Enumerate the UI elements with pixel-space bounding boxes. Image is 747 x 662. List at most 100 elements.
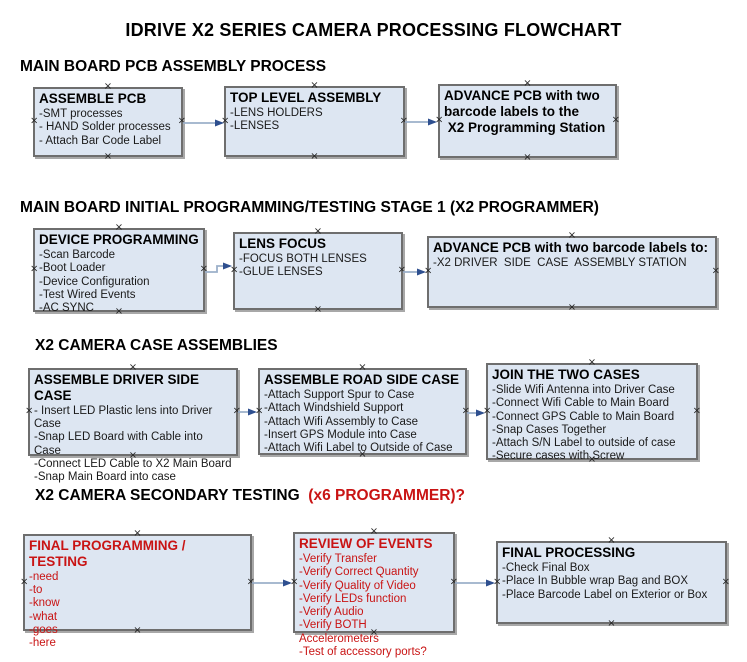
box-item: -Verify BOTH Accelerometers bbox=[299, 619, 379, 645]
anchor-x-icon: × bbox=[313, 304, 323, 315]
box-item: -Snap LED Board with Cable into Case bbox=[34, 431, 206, 457]
anchor-x-icon: × bbox=[493, 576, 502, 587]
box-items: -X2 DRIVER SIDE CASE ASSEMBLY STATION bbox=[433, 257, 711, 270]
arrow-device-to-lensfocus bbox=[205, 262, 232, 273]
anchor-x-icon: × bbox=[221, 115, 230, 126]
box-item: -Device Configuration bbox=[39, 275, 150, 288]
anchor-x-icon: × bbox=[30, 263, 39, 275]
anchor-x-icon: × bbox=[310, 151, 319, 162]
box-item: -know bbox=[29, 597, 60, 610]
box-item: -Attach Support Spur to Case bbox=[264, 388, 415, 401]
box-item: - Attach Bar Code Label bbox=[39, 134, 162, 147]
box-item: - HAND Solder processes bbox=[39, 121, 171, 134]
process-box-device-programming: DEVICE PROGRAMMING -Scan Barcode-Boot Lo… bbox=[30, 223, 208, 317]
box-item: -Place Barcode Label on Exterior or Box bbox=[502, 588, 708, 601]
anchor-x-icon: × bbox=[611, 114, 620, 126]
box-items: -Verify Transfer-Verify Correct Quantity… bbox=[299, 553, 449, 659]
box-items: - Insert LED Plastic lens into Driver Ca… bbox=[34, 405, 232, 485]
box-item: -Verify LEDs function bbox=[299, 592, 407, 605]
anchor-x-icon: × bbox=[607, 618, 616, 629]
box-item: -Attach Windshield Support bbox=[264, 402, 404, 415]
anchor-x-icon: × bbox=[461, 405, 470, 416]
anchor-x-icon: × bbox=[103, 151, 113, 162]
anchor-x-icon: × bbox=[399, 115, 408, 126]
box-item: -Verify Correct Quantity bbox=[299, 566, 419, 579]
box-item: -Snap Main Board into case bbox=[34, 471, 176, 484]
box-item: -goes bbox=[29, 624, 58, 637]
box-item: -Verify Quality of Video bbox=[299, 579, 416, 592]
box-item: -Slide Wifi Antenna into Driver Case bbox=[492, 383, 675, 396]
box-title: FINAL PROCESSING bbox=[502, 545, 636, 560]
box-title: REVIEW OF EVENTS bbox=[299, 536, 433, 551]
anchor-x-icon: × bbox=[255, 405, 264, 416]
anchor-x-icon: × bbox=[177, 115, 186, 127]
box-item: - Insert LED Plastic lens into Driver Ca… bbox=[34, 404, 216, 431]
box-item: -Connect Wifi Cable to Main Board bbox=[492, 397, 670, 410]
process-box-review-of-events: REVIEW OF EVENTS -Verify Transfer-Verify… bbox=[290, 527, 458, 659]
box-item: -FOCUS BOTH LENSES bbox=[239, 252, 367, 265]
box-item: -Attach S/N Label to outside of case bbox=[492, 437, 676, 450]
box-title: ASSEMBLE ROAD SIDE CASE bbox=[264, 372, 460, 387]
box-item: -to bbox=[29, 584, 43, 597]
box-item: -Verify Audio bbox=[299, 606, 364, 619]
box-items: -Check Final Box-Place In Bubble wrap Ba… bbox=[502, 562, 721, 602]
box-items: -Attach Support Spur to Case-Attach Wind… bbox=[264, 389, 461, 455]
anchor-x-icon: × bbox=[290, 576, 299, 587]
flowchart-title: IDRIVE X2 SERIES CAMERA PROCESSING FLOWC… bbox=[125, 20, 622, 40]
process-box-assemble-driver-side-case: ASSEMBLE DRIVER SIDE CASE - Insert LED P… bbox=[25, 363, 241, 484]
box-title: ADVANCE PCB with two barcode labels to: bbox=[433, 240, 709, 255]
section-header-case-assemblies: X2 CAMERA CASE ASSEMBLIES bbox=[35, 337, 278, 354]
box-items: -need-to-know-what-goes-here bbox=[29, 571, 246, 651]
process-box-advance-pcb-driver-side: ADVANCE PCB with two barcode labels to: … bbox=[424, 231, 720, 313]
anchor-x-icon: × bbox=[523, 152, 532, 163]
box-title: LENS FOCUS bbox=[239, 236, 327, 251]
anchor-x-icon: × bbox=[397, 264, 406, 276]
section-header-secondary-testing-text: X2 CAMERA SECONDARY TESTING bbox=[35, 487, 309, 504]
box-items: -Slide Wifi Antenna into Driver Case-Con… bbox=[492, 384, 692, 464]
process-box-final-processing: FINAL PROCESSING -Check Final Box-Place … bbox=[493, 536, 730, 629]
box-item: -X2 DRIVER SIDE CASE ASSEMBLY STATION bbox=[433, 256, 687, 269]
box-item: -what bbox=[29, 610, 58, 623]
box-item: -LENS HOLDERS bbox=[230, 106, 323, 119]
box-item: -Connect LED Cable to X2 Main Board bbox=[34, 458, 232, 471]
box-items: -LENS HOLDERS-LENSES bbox=[230, 107, 399, 134]
box-item: -Place In Bubble wrap Bag and BOX bbox=[502, 575, 689, 588]
process-box-final-programming-testing: FINAL PROGRAMMING / TESTING -need-to-kno… bbox=[20, 529, 255, 650]
anchor-x-icon: × bbox=[424, 265, 433, 277]
box-title: ASSEMBLE PCB bbox=[39, 91, 147, 106]
anchor-x-icon: × bbox=[232, 405, 241, 417]
box-item: -Test of accessory ports? bbox=[299, 646, 427, 658]
box-item: -Snap Cases Together bbox=[492, 423, 607, 436]
process-box-join-the-two-cases: JOIN THE TWO CASES -Slide Wifi Antenna i… bbox=[483, 358, 701, 465]
box-title: JOIN THE TWO CASES bbox=[492, 367, 640, 382]
section-header-programmer-question: (x6 PROGRAMMER)? bbox=[308, 487, 466, 504]
anchor-x-icon: × bbox=[25, 405, 34, 417]
process-box-assemble-road-side-case: ASSEMBLE ROAD SIDE CASE -Attach Support … bbox=[255, 363, 470, 460]
box-title: DEVICE PROGRAMMING bbox=[39, 232, 199, 247]
box-item: -Verify Transfer bbox=[299, 552, 377, 565]
anchor-x-icon: × bbox=[567, 302, 577, 313]
box-title: ADVANCE PCB with two barcode labels to t… bbox=[444, 88, 606, 135]
box-item: -Connect GPS Cable to Main Board bbox=[492, 410, 675, 423]
section-header-initial-programming: MAIN BOARD INITIAL PROGRAMMING/TESTING S… bbox=[20, 199, 599, 216]
box-item: -need bbox=[29, 570, 59, 583]
anchor-x-icon: × bbox=[20, 576, 29, 587]
anchor-x-icon: × bbox=[711, 265, 720, 277]
section-header-secondary-testing: X2 CAMERA SECONDARY TESTING (x6 PROGRAMM… bbox=[35, 487, 465, 505]
box-title: FINAL PROGRAMMING / TESTING bbox=[29, 538, 190, 569]
section-header-pcb-assembly: MAIN BOARD PCB ASSEMBLY PROCESS bbox=[20, 58, 327, 75]
process-box-lens-focus: LENS FOCUS -FOCUS BOTH LENSES-GLUE LENSE… bbox=[230, 227, 406, 315]
box-item: -Attach Wifi Assembly to Case bbox=[264, 415, 419, 428]
box-item: -AC SYNC bbox=[39, 302, 94, 315]
box-item: -Attach Wifi Label to Outside of Case bbox=[264, 442, 453, 455]
process-box-assemble-pcb: ASSEMBLE PCB -SMT processes- HAND Solder… bbox=[30, 82, 186, 162]
box-items: -Scan Barcode-Boot Loader-Device Configu… bbox=[39, 249, 199, 315]
box-item: -Check Final Box bbox=[502, 561, 590, 574]
box-title: ASSEMBLE DRIVER SIDE CASE bbox=[34, 372, 203, 403]
box-item: -LENSES bbox=[230, 120, 280, 133]
box-item: -Boot Loader bbox=[39, 262, 106, 275]
box-item: -Insert GPS Module into Case bbox=[264, 428, 417, 441]
anchor-x-icon: × bbox=[435, 114, 444, 126]
anchor-x-icon: × bbox=[230, 264, 239, 276]
